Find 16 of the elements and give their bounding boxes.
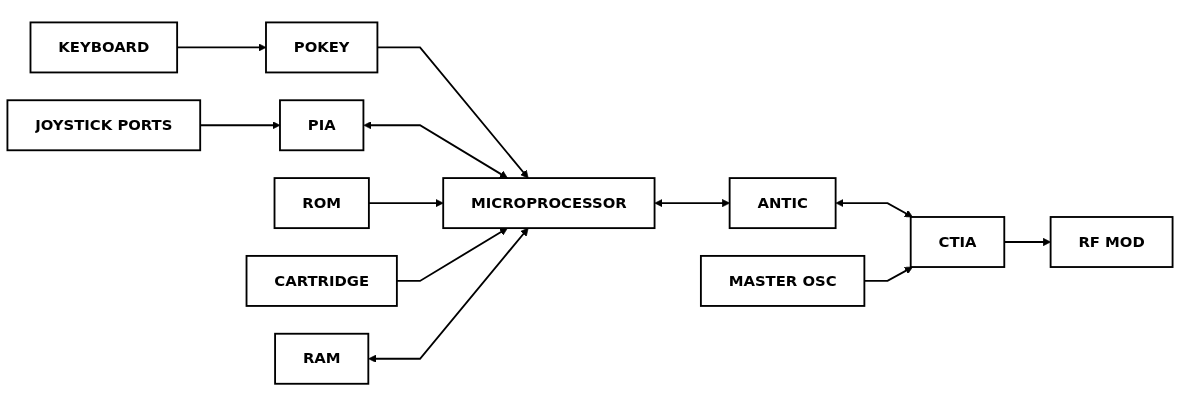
node-box: ROM xyxy=(273,177,370,229)
node-box: MICROPROCESSOR xyxy=(442,177,656,229)
node-box: RAM xyxy=(274,332,370,385)
node-box: PIA xyxy=(279,99,365,152)
node-box: JOYSTICK PORTS xyxy=(6,99,202,152)
arrow xyxy=(368,227,529,363)
node-box: MASTER OSC xyxy=(699,254,866,307)
arrow xyxy=(363,121,508,179)
node-box: CTIA xyxy=(909,215,1006,268)
node-box: KEYBOARD xyxy=(29,21,179,74)
node-box: ANTIC xyxy=(728,177,837,229)
arrow xyxy=(654,198,730,208)
node-box: CARTRIDGE xyxy=(245,254,398,307)
node-box: RF MOD xyxy=(1049,215,1174,268)
arrow xyxy=(835,198,913,218)
node-box: POKEY xyxy=(265,21,379,74)
